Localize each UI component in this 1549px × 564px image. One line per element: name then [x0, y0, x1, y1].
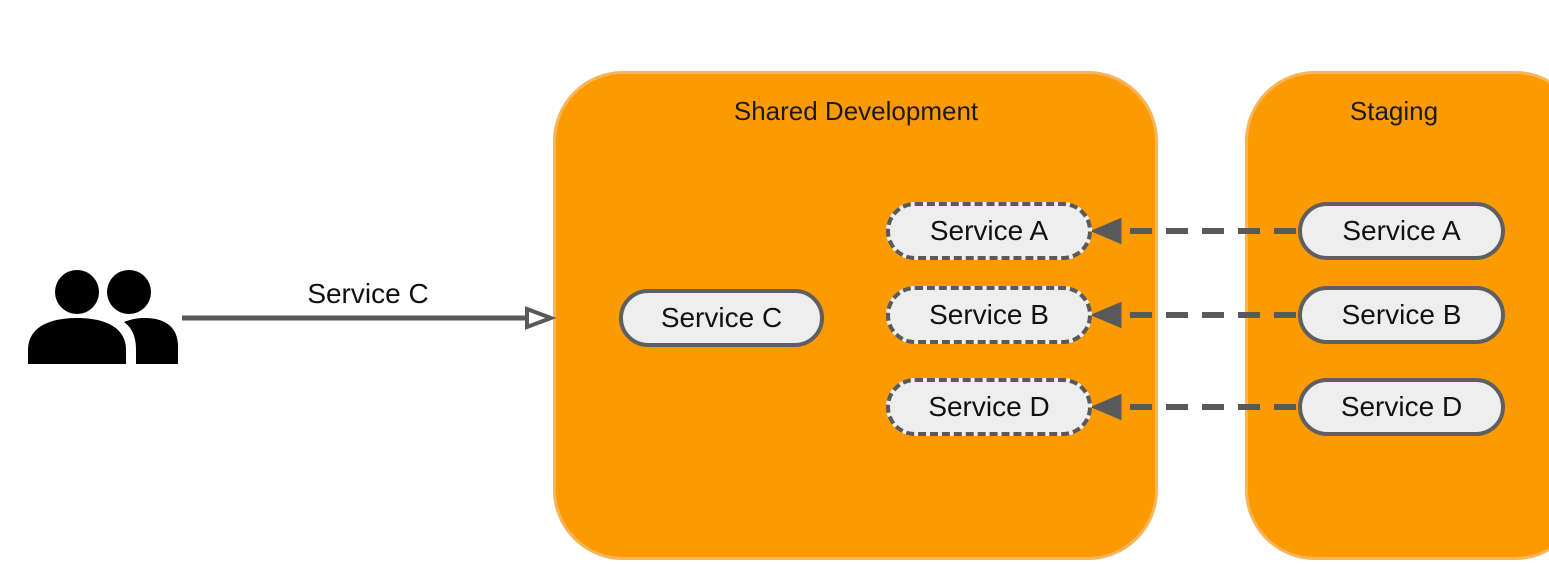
- edge-staging-a-arrowhead: [1090, 217, 1122, 245]
- environment-title-staging: Staging: [1349, 96, 1439, 126]
- environment-title-shared-development: Shared Development: [733, 96, 979, 126]
- staging-service-d[interactable]: Service D: [1298, 378, 1505, 436]
- users-icon: [28, 270, 178, 364]
- shared-service-a[interactable]: Service A: [886, 202, 1092, 260]
- shared-service-d[interactable]: Service D: [886, 378, 1092, 436]
- staging-service-b[interactable]: Service B: [1298, 286, 1505, 344]
- edge-staging-b-arrowhead: [1090, 301, 1122, 329]
- edge-staging-d-to-shared-d: [1090, 393, 1296, 421]
- edge-staging-a-to-shared-a: [1090, 217, 1296, 245]
- edge-staging-d-arrowhead: [1090, 393, 1122, 421]
- edge-users-to-shared-arrowhead: [525, 306, 557, 330]
- edge-users-to-shared: [182, 306, 557, 330]
- staging-service-a[interactable]: Service A: [1298, 202, 1505, 260]
- edge-staging-b-to-shared-b: [1090, 301, 1296, 329]
- shared-service-c[interactable]: Service C: [619, 289, 824, 347]
- shared-service-b[interactable]: Service B: [886, 286, 1092, 344]
- edge-label-service-c: Service C: [307, 278, 429, 309]
